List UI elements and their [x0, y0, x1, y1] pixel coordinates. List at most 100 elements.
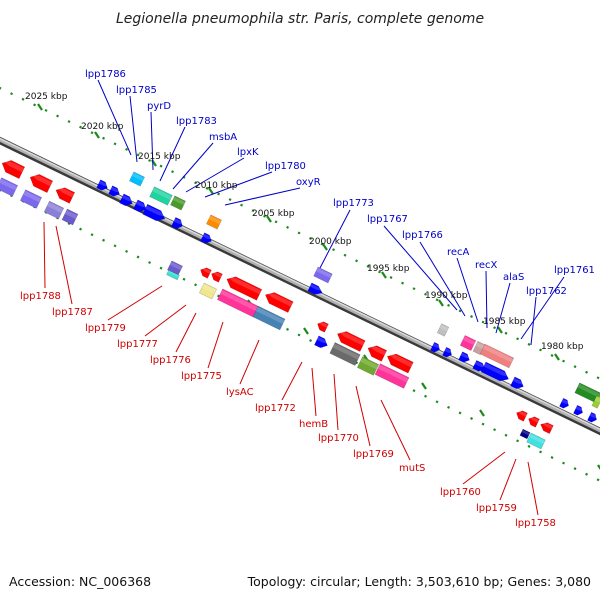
- gene-label[interactable]: lpp1761: [554, 265, 595, 276]
- tick-mark: [286, 225, 290, 229]
- gene-label[interactable]: lpp1769: [353, 449, 394, 460]
- gene-label[interactable]: lpp1772: [255, 403, 296, 414]
- gene-label[interactable]: lysAC: [226, 387, 254, 398]
- gene-arrow: [430, 341, 441, 353]
- gene-arrow: [19, 189, 43, 209]
- tick-mark: [44, 108, 48, 112]
- tick-mark: [504, 433, 508, 437]
- forward-gene-labels: lpp1786 lpp1785 pyrD lpp1783 msbA lpxK l…: [85, 69, 595, 297]
- gene-arrow: [314, 335, 329, 349]
- gene-label[interactable]: lpp1766: [402, 230, 443, 241]
- tick-mark: [102, 136, 106, 140]
- scale-label: 2000 kbp: [309, 237, 352, 247]
- leader-line: [527, 461, 539, 516]
- major-tick: [597, 464, 600, 470]
- gene-label[interactable]: lpp1760: [440, 487, 481, 498]
- gene-label[interactable]: lpp1776: [150, 355, 191, 366]
- tick-mark: [573, 467, 577, 471]
- leader-line: [380, 399, 411, 461]
- gene-arrow: [510, 376, 525, 390]
- major-tick: [322, 243, 328, 251]
- gene-arrow: [119, 193, 134, 207]
- tick-mark: [102, 238, 106, 242]
- gene-label[interactable]: msbA: [209, 132, 237, 143]
- tick-mark: [424, 394, 428, 398]
- leader-line: [520, 276, 565, 340]
- leader-line: [462, 451, 506, 485]
- leader-line: [224, 187, 301, 206]
- gene-label[interactable]: mutS: [399, 463, 425, 474]
- tick-mark: [435, 298, 439, 302]
- tick-mark: [585, 472, 589, 476]
- gene-label[interactable]: lpp1785: [116, 85, 157, 96]
- tick-mark: [470, 417, 474, 420]
- gene-label[interactable]: lpp1786: [85, 69, 126, 80]
- tick-mark: [585, 370, 589, 374]
- map-title: Legionella pneumophila str. Paris, compl…: [116, 11, 484, 27]
- tick-mark: [297, 231, 301, 235]
- gene-arrow: [0, 177, 19, 197]
- gene-arrow: [55, 187, 76, 204]
- tick-mark: [516, 337, 520, 341]
- tick-mark: [378, 270, 382, 274]
- gene-label[interactable]: alaS: [503, 272, 524, 283]
- gene-label[interactable]: lpp1775: [181, 371, 222, 382]
- tick-mark: [79, 227, 83, 231]
- tick-mark: [79, 125, 83, 129]
- gene-label[interactable]: lpp1779: [85, 323, 126, 334]
- gene-label[interactable]: hemB: [299, 419, 328, 430]
- tick-mark: [516, 439, 520, 443]
- gene-label[interactable]: lpxK: [237, 147, 259, 158]
- gene-label[interactable]: lpp1758: [515, 518, 556, 529]
- gene-label[interactable]: recX: [475, 260, 498, 271]
- scale-label: 1995 kbp: [367, 264, 410, 274]
- leader-line: [530, 296, 537, 346]
- leader-line: [239, 339, 260, 385]
- leader-line: [150, 111, 154, 171]
- tick-mark: [596, 376, 600, 380]
- tick-mark: [228, 198, 232, 202]
- gene-label[interactable]: lpp1759: [476, 503, 517, 514]
- leader-line: [159, 126, 186, 182]
- gene-arrow: [1, 160, 26, 179]
- gene-label[interactable]: lpp1773: [333, 198, 374, 209]
- gene-label[interactable]: lpp1770: [318, 433, 359, 444]
- gene-label[interactable]: recA: [447, 247, 470, 258]
- leader-lines: [43, 79, 565, 516]
- leader-line: [281, 361, 303, 401]
- gene-arrow: [200, 232, 213, 244]
- gene-label[interactable]: pyrD: [147, 101, 171, 112]
- tick-mark: [125, 249, 129, 253]
- tick-mark: [493, 326, 497, 330]
- leader-line: [172, 142, 214, 190]
- gene-arrow: [526, 432, 546, 450]
- accession-text: Accession: NC_006368: [9, 574, 151, 589]
- tick-mark: [171, 170, 175, 174]
- tick-mark: [263, 214, 267, 218]
- tick-mark: [309, 339, 313, 343]
- gene-label[interactable]: lpp1777: [117, 339, 158, 350]
- gene-label[interactable]: oxyR: [296, 177, 321, 188]
- leader-line: [333, 373, 339, 431]
- gene-arrow: [317, 321, 329, 333]
- gene-label[interactable]: lpp1780: [265, 161, 306, 172]
- gene-arrow: [313, 266, 333, 284]
- tick-mark: [217, 192, 221, 196]
- gene-arrow: [374, 363, 410, 389]
- leader-line: [383, 225, 458, 311]
- gene-arrow: [200, 267, 212, 279]
- tick-mark: [539, 348, 543, 352]
- gene-arrow: [226, 276, 263, 301]
- gene-label[interactable]: lpp1767: [367, 214, 408, 225]
- gene-label[interactable]: lpp1788: [20, 291, 61, 302]
- gene-arrow: [96, 179, 109, 191]
- gene-arrow: [170, 216, 184, 229]
- scale-label: 2005 kbp: [252, 209, 295, 219]
- gene-arrow: [29, 174, 54, 193]
- tick-mark: [493, 428, 497, 432]
- gene-arrow: [540, 422, 554, 434]
- gene-label[interactable]: lpp1783: [176, 116, 217, 127]
- gene-label[interactable]: lpp1787: [52, 307, 93, 318]
- gene-label[interactable]: lpp1762: [526, 286, 567, 297]
- gene-arrow: [198, 282, 218, 300]
